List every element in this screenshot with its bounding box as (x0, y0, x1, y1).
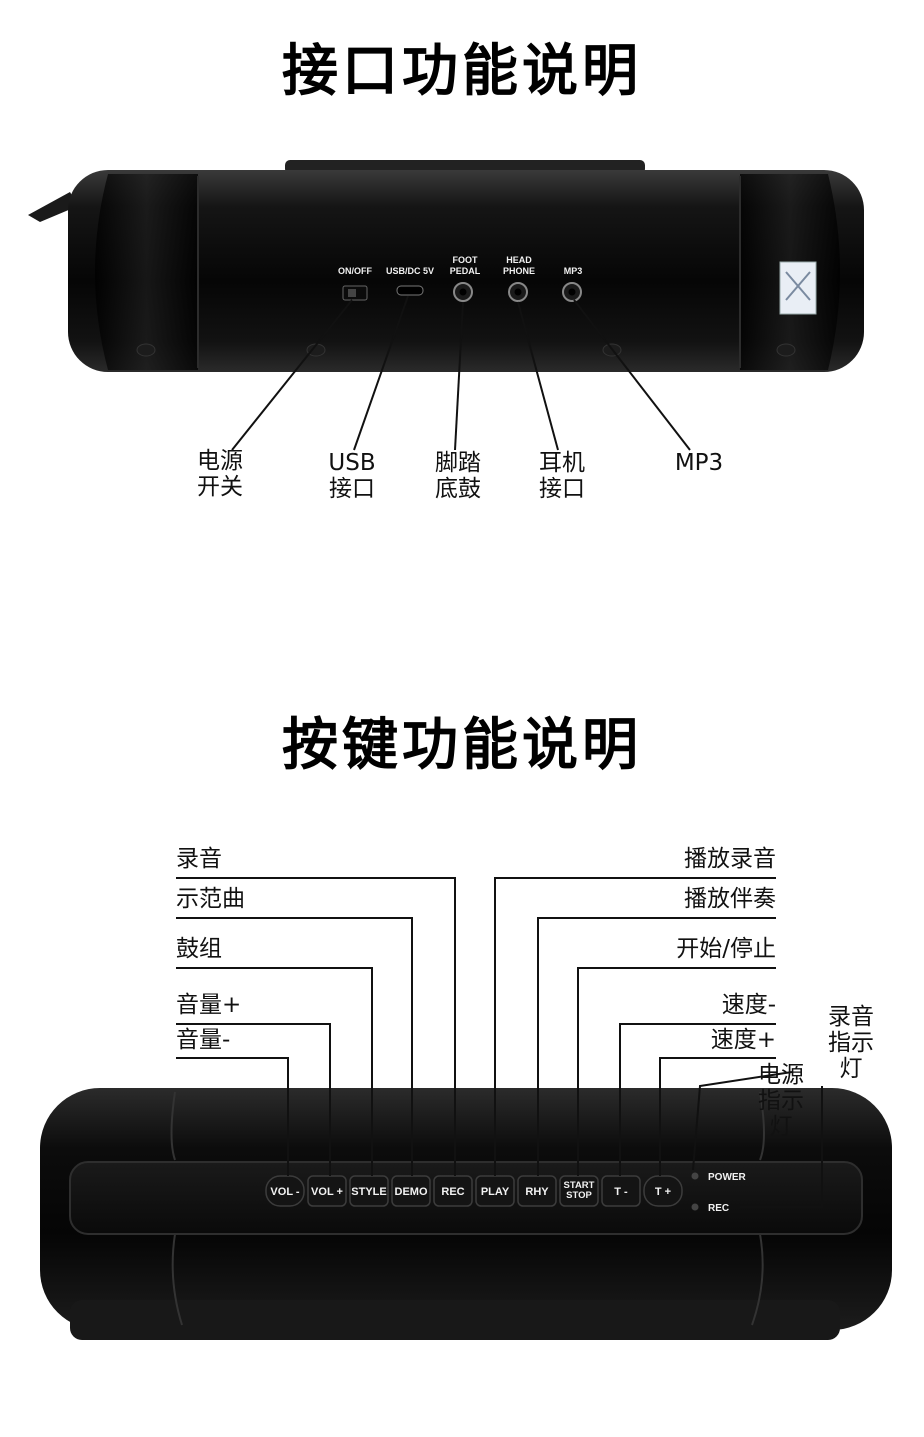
callout-mp3: MP3 (674, 450, 724, 476)
callout-volume-down: 音量- (176, 1027, 231, 1053)
port-label-pedal: PEDAL (450, 266, 481, 276)
button-label: VOL + (311, 1186, 343, 1198)
callout-rec-indicator: 录音 指示 灯 (828, 1004, 874, 1082)
callout-headphone: 耳机 接口 (539, 450, 585, 502)
callout-volume-up: 音量+ (176, 992, 242, 1018)
power-indicator-light (691, 1172, 699, 1180)
button-label: STOP (566, 1190, 592, 1201)
demo-button[interactable]: DEMO (391, 1175, 431, 1207)
callout-tempo-down: 速度- (721, 992, 776, 1018)
port-label-head: HEAD (506, 255, 532, 265)
button-label: REC (441, 1186, 464, 1198)
usb-port[interactable] (396, 285, 424, 296)
heading-interface-functions: 接口功能说明 (282, 39, 642, 104)
button-label: STYLE (351, 1186, 386, 1198)
button-label: START (564, 1180, 595, 1191)
heading-button-functions: 按键功能说明 (282, 713, 642, 778)
button-label: T - (614, 1186, 628, 1198)
indicator-label-power: POWER (708, 1172, 747, 1183)
callout-record: 录音 (176, 846, 222, 872)
port-label-mp3: MP3 (564, 266, 583, 276)
port-label-usb: USB/DC 5V (386, 266, 434, 276)
power-switch-knob (348, 289, 356, 297)
screw-bump (776, 343, 796, 357)
port-leader-lines (231, 295, 691, 451)
screw-bump (136, 343, 156, 357)
callout-start-stop: 开始/停止 (676, 936, 776, 962)
left-end-cap (95, 174, 198, 370)
callout-demo: 示范曲 (176, 886, 245, 912)
rec-indicator-light (691, 1203, 699, 1211)
callout-power-switch: 电源 开关 (197, 448, 243, 500)
device-base (70, 1300, 840, 1340)
style-button[interactable]: STYLE (349, 1175, 389, 1207)
button-label: PLAY (481, 1186, 510, 1198)
callout-foot-pedal: 脚踏 底鼓 (435, 450, 481, 502)
button-label: RHY (525, 1186, 549, 1198)
ports-device-figure: ON/OFF USB/DC 5V FOOT PEDAL HEAD PHONE M… (28, 160, 864, 451)
callout-tempo-up: 速度+ (710, 1027, 776, 1053)
vol-down-button[interactable]: VOL - (265, 1175, 305, 1207)
tempo-up-button[interactable]: T + (643, 1175, 683, 1207)
tempo-down-button[interactable]: T - (601, 1175, 641, 1207)
callout-usb-port: USB 接口 (328, 450, 376, 502)
rhy-button[interactable]: RHY (517, 1175, 557, 1207)
button-label: DEMO (395, 1186, 428, 1198)
vol-up-button[interactable]: VOL + (307, 1175, 347, 1207)
port-label-phone: PHONE (503, 266, 535, 276)
callout-play-accompaniment: 播放伴奏 (684, 886, 776, 912)
port-label-onoff: ON/OFF (338, 266, 372, 276)
indicator-label-rec: REC (708, 1203, 729, 1214)
play-button[interactable]: PLAY (475, 1175, 515, 1207)
rec-button[interactable]: REC (433, 1175, 473, 1207)
button-label: VOL - (270, 1186, 299, 1198)
port-label-foot: FOOT (453, 255, 478, 265)
callout-drum-set: 鼓组 (176, 936, 222, 962)
button-label: T + (655, 1186, 671, 1198)
callout-play-recording: 播放录音 (684, 846, 776, 872)
pedal-cable (28, 192, 78, 222)
callout-power-indicator: 电源 指示 灯 (758, 1062, 804, 1140)
ports-device-body (68, 170, 864, 372)
device-sticker (779, 261, 817, 315)
